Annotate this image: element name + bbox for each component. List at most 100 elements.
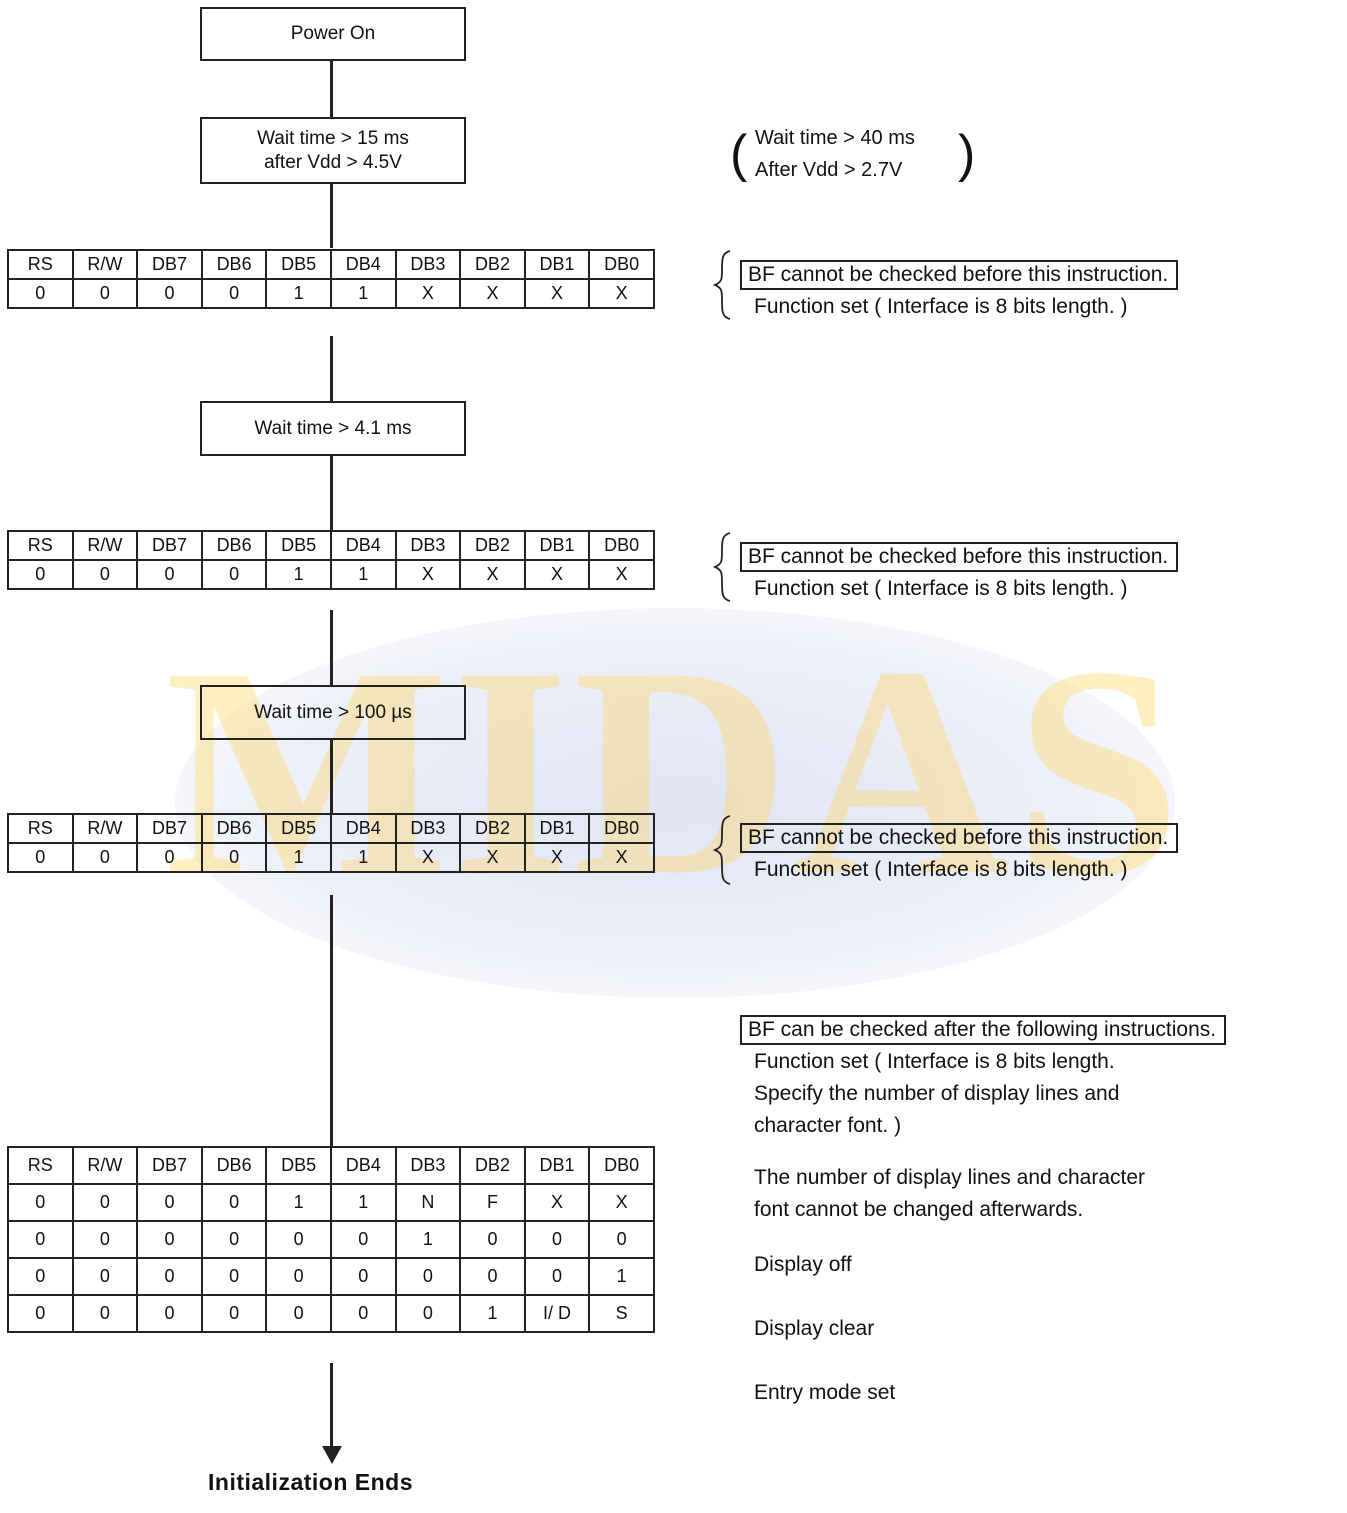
value-cell: 0 bbox=[71, 559, 139, 590]
header-cell: DB0 bbox=[588, 1146, 655, 1185]
value-cell: 0 bbox=[200, 842, 268, 873]
bf-can-check-note: BF can be checked after the following in… bbox=[740, 1015, 1227, 1045]
function-set-table-3: RS R/W DB7 DB6 DB5 DB4 DB3 DB2 DB1 DB0 0… bbox=[7, 813, 655, 873]
header-cell: DB5 bbox=[265, 249, 332, 280]
close-paren: ) bbox=[958, 125, 976, 183]
header-cell: DB6 bbox=[200, 1146, 268, 1185]
bf-note-3: BF cannot be checked before this instruc… bbox=[740, 822, 1179, 886]
value-cell: 0 bbox=[136, 278, 203, 309]
power-on-label: Power On bbox=[290, 23, 376, 44]
header-cell: DB0 bbox=[588, 530, 655, 561]
value-cell: 0 bbox=[200, 1183, 268, 1222]
value-cell: 0 bbox=[265, 1294, 332, 1333]
value-cell: X bbox=[588, 278, 655, 309]
table-row: 0 0 0 0 1 1 X X X X bbox=[7, 842, 655, 873]
header-cell: RS bbox=[7, 249, 74, 280]
header-cell: DB0 bbox=[588, 249, 655, 280]
value-cell: X bbox=[394, 842, 462, 873]
value-cell: 0 bbox=[71, 842, 139, 873]
header-cell: DB4 bbox=[329, 1146, 397, 1185]
display-off-note: Display off bbox=[754, 1253, 852, 1276]
value-cell: F bbox=[459, 1183, 526, 1222]
value-cell: I/ D bbox=[523, 1294, 591, 1333]
value-cell: 0 bbox=[394, 1294, 462, 1333]
value-cell: 1 bbox=[329, 278, 397, 309]
header-cell: DB7 bbox=[136, 249, 203, 280]
value-cell: X bbox=[394, 278, 462, 309]
initialization-ends-label: Initialization Ends bbox=[208, 1469, 414, 1495]
header-cell: R/W bbox=[71, 249, 139, 280]
value-cell: 0 bbox=[200, 1294, 268, 1333]
header-cell: DB5 bbox=[265, 1146, 332, 1185]
header-cell: DB3 bbox=[394, 1146, 462, 1185]
value-cell: 0 bbox=[71, 1220, 139, 1259]
value-cell: X bbox=[394, 559, 462, 590]
lines-font-line-1: The number of display lines and characte… bbox=[754, 1166, 1146, 1189]
function-set-line-2: Specify the number of display lines and bbox=[754, 1082, 1120, 1105]
flow-line bbox=[330, 336, 333, 402]
header-cell: DB6 bbox=[200, 813, 268, 844]
flow-line bbox=[330, 739, 333, 814]
table-row: 0 0 0 0 1 1 N F X X bbox=[7, 1183, 655, 1222]
table-row: 0 0 0 0 0 0 0 1 I/ D S bbox=[7, 1294, 655, 1333]
value-cell: X bbox=[523, 278, 591, 309]
header-cell: DB6 bbox=[200, 249, 268, 280]
value-cell: X bbox=[588, 1183, 655, 1222]
vdd-note-line2: After Vdd > 2.7V bbox=[755, 159, 903, 181]
value-cell: 0 bbox=[136, 842, 203, 873]
header-cell: DB4 bbox=[329, 249, 397, 280]
header-cell: DB7 bbox=[136, 1146, 203, 1185]
lines-font-line-2: font cannot be changed afterwards. bbox=[754, 1198, 1084, 1221]
value-cell: 0 bbox=[7, 278, 74, 309]
value-cell: 0 bbox=[394, 1257, 462, 1296]
header-cell: DB2 bbox=[459, 530, 526, 561]
table-row: 0 0 0 0 1 1 X X X X bbox=[7, 278, 655, 309]
header-cell: DB4 bbox=[329, 530, 397, 561]
power-on-box: Power On bbox=[200, 7, 466, 61]
wait-100us-label: Wait time > 100 µs bbox=[254, 701, 412, 723]
value-cell: 1 bbox=[329, 1183, 397, 1222]
value-cell: 0 bbox=[71, 278, 139, 309]
value-cell: 0 bbox=[200, 1257, 268, 1296]
value-cell: S bbox=[588, 1294, 655, 1333]
header-cell: DB5 bbox=[265, 813, 332, 844]
value-cell: X bbox=[523, 842, 591, 873]
header-cell: DB5 bbox=[265, 530, 332, 561]
header-cell: DB2 bbox=[459, 813, 526, 844]
function-set-table-1: RS R/W DB7 DB6 DB5 DB4 DB3 DB2 DB1 DB0 0… bbox=[7, 249, 655, 309]
watermark-logo: MIDAS bbox=[165, 605, 1186, 937]
value-cell: 0 bbox=[329, 1257, 397, 1296]
flow-line bbox=[330, 183, 333, 248]
header-cell: DB1 bbox=[523, 813, 591, 844]
value-cell: 1 bbox=[265, 1183, 332, 1222]
value-cell: 0 bbox=[71, 1294, 139, 1333]
value-cell: 0 bbox=[136, 1220, 203, 1259]
value-cell: 0 bbox=[523, 1220, 591, 1259]
value-cell: 1 bbox=[459, 1294, 526, 1333]
header-cell: DB0 bbox=[588, 813, 655, 844]
flow-line bbox=[330, 1363, 333, 1449]
wait-4-1ms-box: Wait time > 4.1 ms bbox=[200, 401, 466, 456]
value-cell: 0 bbox=[265, 1220, 332, 1259]
value-cell: 1 bbox=[329, 559, 397, 590]
function-set-8bit-1: Function set ( Interface is 8 bits lengt… bbox=[754, 295, 1128, 318]
header-cell: DB3 bbox=[394, 249, 462, 280]
function-set-line-1: Function set ( Interface is 8 bits lengt… bbox=[754, 1050, 1115, 1073]
header-cell: R/W bbox=[71, 1146, 139, 1185]
value-cell: 0 bbox=[7, 842, 74, 873]
open-paren: ( bbox=[730, 125, 748, 183]
header-cell: R/W bbox=[71, 530, 139, 561]
bf-note-1: BF cannot be checked before this instruc… bbox=[740, 259, 1179, 323]
value-cell: 1 bbox=[329, 842, 397, 873]
lines-font-note: The number of display lines and characte… bbox=[754, 1162, 1145, 1226]
flow-line bbox=[330, 895, 333, 1147]
value-cell: 0 bbox=[588, 1220, 655, 1259]
flow-line bbox=[330, 455, 333, 531]
header-cell: DB3 bbox=[394, 813, 462, 844]
value-cell: 0 bbox=[7, 1294, 74, 1333]
function-set-8bit-3: Function set ( Interface is 8 bits lengt… bbox=[754, 858, 1128, 881]
header-cell: DB7 bbox=[136, 813, 203, 844]
final-instruction-table: RS R/W DB7 DB6 DB5 DB4 DB3 DB2 DB1 DB0 0… bbox=[7, 1146, 655, 1333]
bf-warning-1: BF cannot be checked before this instruc… bbox=[740, 260, 1179, 290]
table-header-row: RS R/W DB7 DB6 DB5 DB4 DB3 DB2 DB1 DB0 bbox=[7, 1146, 655, 1185]
